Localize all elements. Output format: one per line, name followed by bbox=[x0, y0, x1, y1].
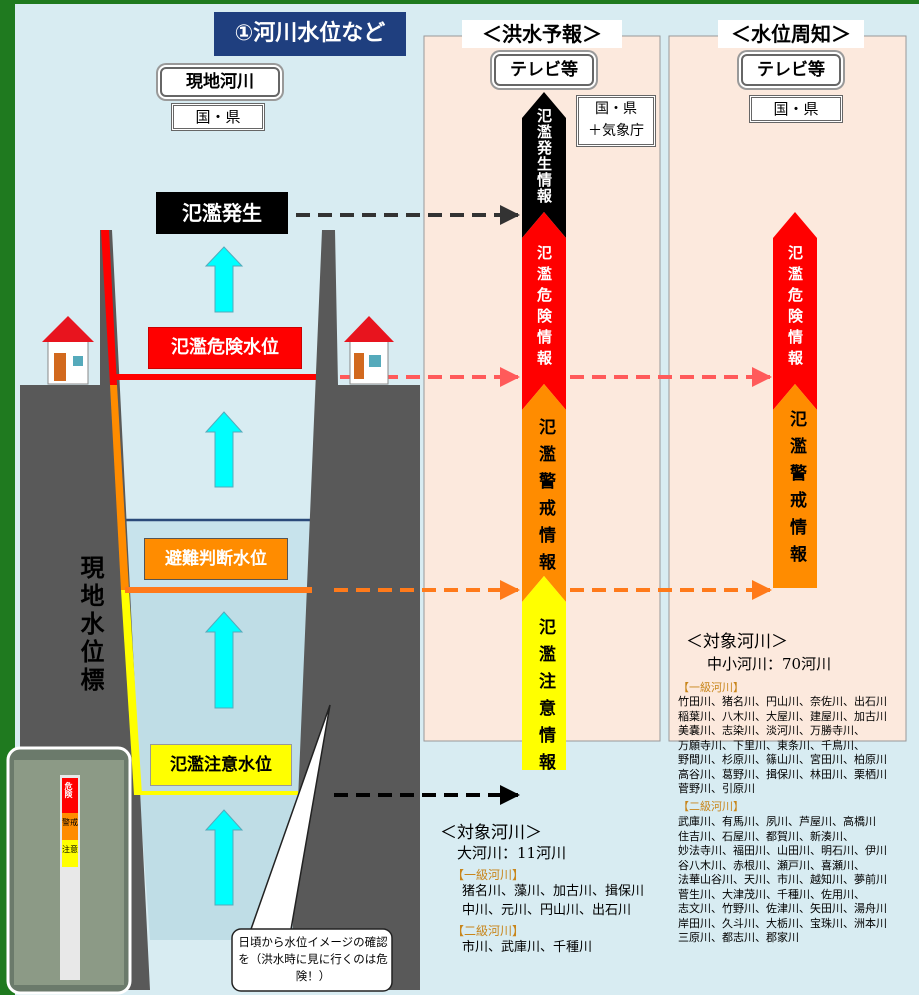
rise-arrow bbox=[204, 611, 244, 709]
list-item: 武庫川、有馬川、夙川、芦屋川、高橋川 bbox=[678, 815, 876, 828]
note-callout bbox=[231, 928, 393, 992]
note-text: 日頃から水位イメージの確認を（洪水時に見に行くのは危険！） bbox=[238, 935, 388, 983]
agency-line-2: ＋気象庁 bbox=[588, 123, 644, 139]
rise-arrow bbox=[204, 809, 244, 906]
list-item: 竹田川、猪名川、円山川、奈佐川、出石川 bbox=[678, 695, 887, 708]
notice-danger-label: 氾濫危険情報 bbox=[786, 245, 804, 371]
ff-class1-list: 猪名川、藻川、加古川、揖保川 中川、元川、円山川、出石川 bbox=[462, 882, 644, 920]
stage-caution-label: 氾濫注意情報 bbox=[535, 618, 555, 780]
photo-mark-warning: 警戒 bbox=[62, 818, 78, 827]
ff-target-count: 大河川：11河川 bbox=[457, 844, 567, 862]
caution-level-label: 氾濫注意水位 bbox=[150, 744, 292, 786]
agency-line-1: 国・県 bbox=[595, 101, 637, 117]
evac-level-label: 避難判断水位 bbox=[144, 538, 288, 580]
list-item: 野間川、杉原川、篠山川、宮田川、柏原川 bbox=[678, 753, 887, 766]
stage-warning-label: 氾濫警戒情報 bbox=[535, 418, 555, 580]
stage-warning-shape bbox=[522, 384, 566, 602]
stage-caution-shape bbox=[522, 576, 566, 770]
list-item: 菅生川、大津茂川、千種川、佐用川、 bbox=[678, 887, 865, 901]
list-item: 谷八木川、赤根川、瀬戸川、喜瀬川、 bbox=[678, 858, 865, 872]
list-item: 高谷川、葛野川、揖保川、林田川、栗栖川 bbox=[678, 767, 887, 781]
list-item: 猪名川、藻川、加古川、揖保川 bbox=[462, 884, 645, 899]
ln-target-count: 中小河川：70河川 bbox=[707, 655, 832, 673]
list-item: 志文川、竹野川、佐津川、矢田川、湯舟川 bbox=[678, 902, 887, 915]
ff-class2-label: 【二級河川】 bbox=[452, 924, 525, 938]
list-item: 万願寺川、下里川、東条川、千鳥川、 bbox=[678, 738, 865, 752]
level-notice-media: テレビ等 bbox=[741, 54, 841, 86]
gauge-photo-danger bbox=[62, 778, 78, 813]
gauge-strip-caution bbox=[121, 590, 142, 795]
stage-danger-shape bbox=[522, 212, 566, 410]
ln-class2-label: 【二級河川】 bbox=[678, 800, 744, 813]
stage-occurrence-shape bbox=[522, 92, 566, 238]
rise-arrow bbox=[204, 246, 244, 313]
list-item: 法華山谷川、天川、市川、越知川、夢前川 bbox=[678, 873, 887, 886]
occurrence-label: 氾濫発生 bbox=[156, 192, 288, 234]
gauge-strip-warning bbox=[110, 385, 129, 590]
gauge-title: 現地水位標 bbox=[76, 555, 104, 695]
site-river-agency: 国・県 bbox=[171, 103, 265, 131]
flood-forecast-title: ＜洪水予報＞ bbox=[462, 20, 622, 48]
house-icon bbox=[42, 316, 94, 385]
gauge-photo-warning bbox=[62, 813, 78, 840]
photo-mark-caution: 注意 bbox=[62, 845, 78, 854]
stage-danger-label: 氾濫危険情報 bbox=[535, 245, 553, 371]
site-river-header: 現地河川 bbox=[160, 67, 280, 97]
section-title: ①河川水位など bbox=[214, 12, 406, 56]
photo-mark-danger: 危険 bbox=[64, 782, 73, 798]
list-item: 住吉川、石屋川、都賀川、新湊川、 bbox=[678, 829, 854, 843]
flood-forecast-agency: 国・県 ＋気象庁 bbox=[576, 95, 656, 147]
ff-target-title: ＜対象河川＞ bbox=[440, 823, 542, 843]
ln-target-title: ＜対象河川＞ bbox=[686, 632, 788, 652]
list-item: 菅野川、引原川 bbox=[678, 782, 755, 795]
ln-class1-label: 【一級河川】 bbox=[678, 681, 744, 694]
ff-class2-list: 市川、武庫川、千種川 bbox=[462, 938, 592, 957]
list-item: 中川、元川、円山川、出石川 bbox=[462, 903, 632, 918]
list-item: 岸田川、久斗川、大栃川、宝珠川、洲本川 bbox=[678, 916, 887, 930]
level-notice-agency: 国・県 bbox=[749, 95, 843, 123]
danger-level-label: 氾濫危険水位 bbox=[148, 327, 302, 369]
list-item: 美嚢川、志染川、淡河川、万勝寺川、 bbox=[678, 724, 865, 737]
right-bank bbox=[290, 230, 420, 990]
gauge-strip-danger bbox=[101, 230, 117, 385]
gauge-photo-caution bbox=[62, 840, 78, 867]
notice-warning-label: 氾濫警戒情報 bbox=[786, 410, 806, 572]
flood-forecast-media: テレビ等 bbox=[494, 54, 594, 86]
stage-occurrence-label: 氾濫発生情報 bbox=[535, 108, 553, 204]
house-icon bbox=[344, 316, 394, 385]
ff-class1-label: 【一級河川】 bbox=[452, 868, 525, 882]
list-item: 妙法寺川、福田川、山田川、明石川、伊川 bbox=[678, 844, 887, 857]
list-item: 市川、武庫川、千種川 bbox=[462, 940, 593, 955]
list-item: 三原川、都志川、郡家川 bbox=[678, 931, 799, 944]
ln-class1-list: 竹田川、猪名川、円山川、奈佐川、出石川 稲葉川、八木川、大屋川、建屋川、加古川 … bbox=[678, 695, 887, 797]
notice-danger-shape bbox=[773, 212, 817, 410]
rise-arrow bbox=[204, 411, 244, 488]
notice-warning-shape bbox=[773, 384, 817, 588]
ln-class2-list: 武庫川、有馬川、夙川、芦屋川、高橋川 住吉川、石屋川、都賀川、新湊川、 妙法寺川… bbox=[678, 815, 887, 946]
list-item: 稲葉川、八木川、大屋川、建屋川、加古川 bbox=[678, 709, 887, 723]
level-notice-title: ＜水位周知＞ bbox=[718, 20, 864, 48]
